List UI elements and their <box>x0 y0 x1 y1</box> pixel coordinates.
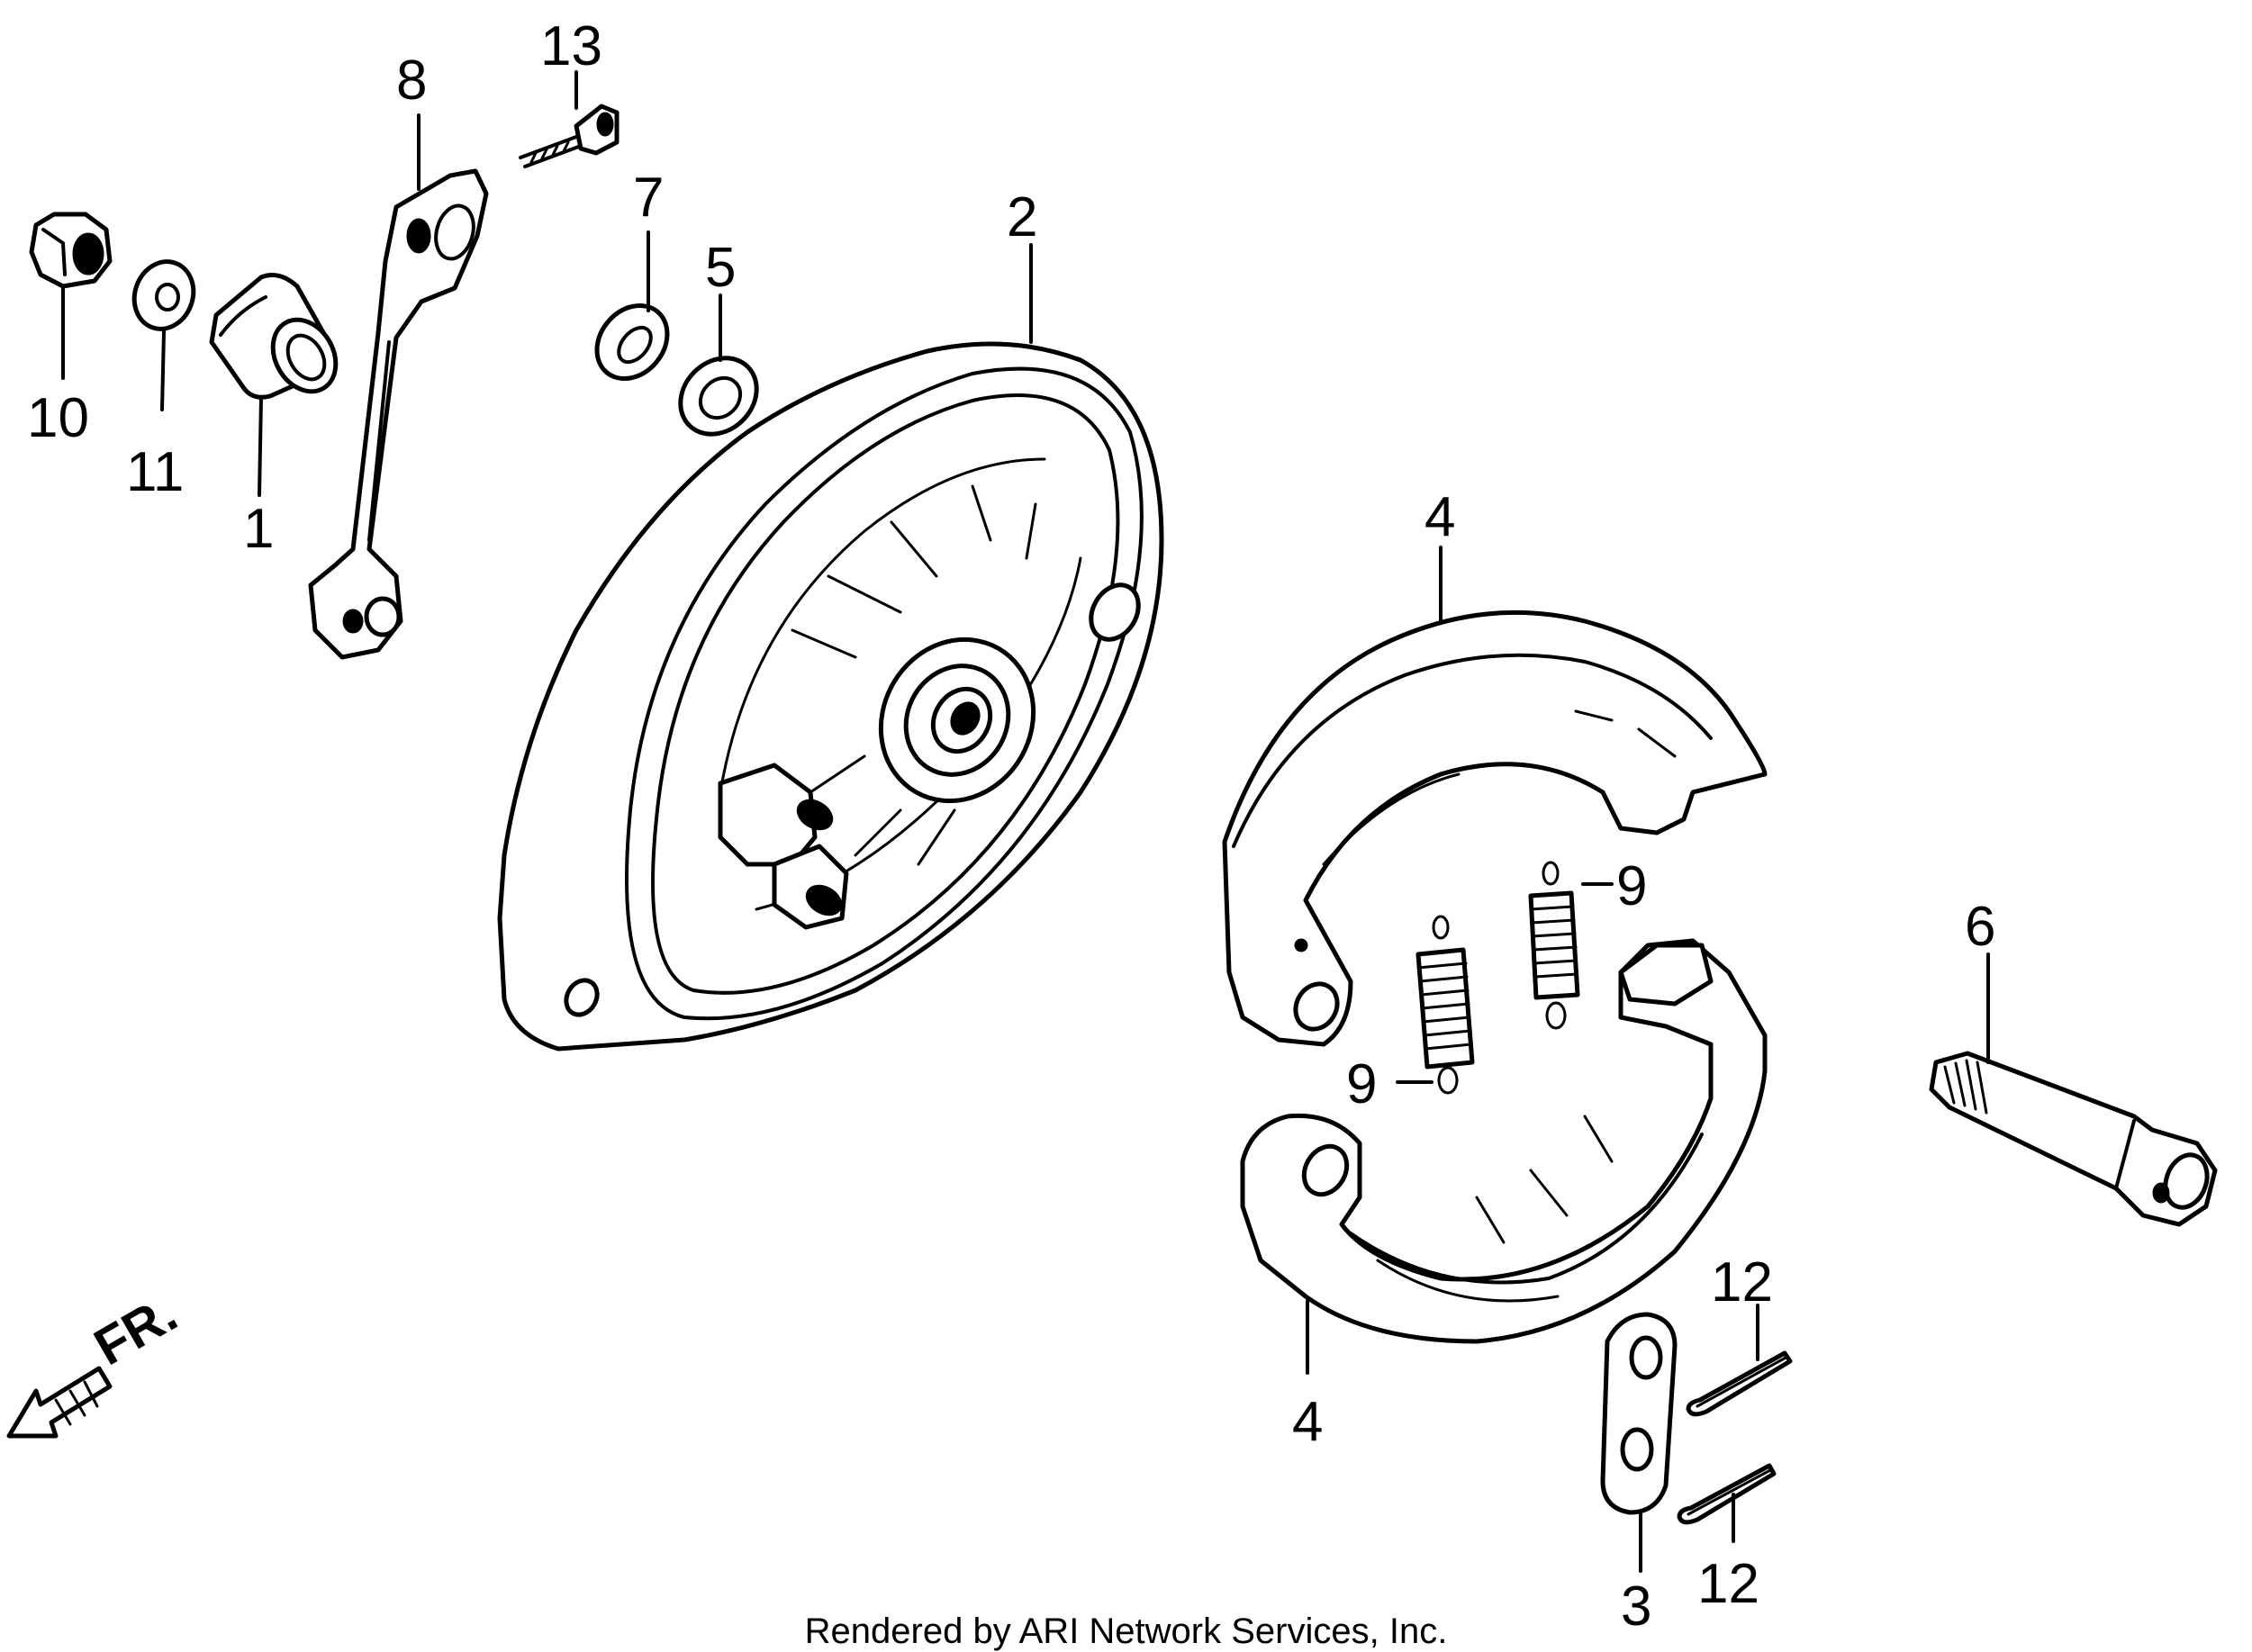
callout-numbers: 1 2 3 4 4 5 6 7 8 9 9 10 11 12 12 13 <box>27 15 1995 1638</box>
part-11-washer <box>131 259 196 331</box>
callout-1: 1 <box>243 498 274 560</box>
callout-13: 13 <box>540 15 602 77</box>
part-8-brake-arm <box>308 168 489 660</box>
part-4-lower-brake-shoe <box>1240 938 1768 1344</box>
callout-5: 5 <box>705 237 736 299</box>
part-4-upper-brake-shoe <box>1222 609 1768 1047</box>
part-9-spring-left <box>1415 915 1475 1095</box>
callout-4-upper: 4 <box>1424 486 1455 548</box>
forward-direction-arrow: FR. <box>6 1284 186 1439</box>
callout-12-upper: 12 <box>1711 1251 1773 1313</box>
callout-12-lower: 12 <box>1697 1553 1759 1615</box>
leader-lines <box>61 70 1990 1573</box>
part-6-brake-cam <box>1929 1051 2218 1227</box>
callout-11: 11 <box>126 441 184 503</box>
callout-7: 7 <box>633 167 664 229</box>
callout-2: 2 <box>1007 186 1037 248</box>
part-9-spring-right <box>1528 861 1580 1030</box>
part-10-nut <box>29 212 113 289</box>
part-2-brake-panel <box>497 341 1164 1052</box>
callout-8: 8 <box>396 50 427 112</box>
part-3-plate <box>1600 1312 1678 1515</box>
callout-4-lower: 4 <box>1292 1391 1323 1453</box>
direction-label: FR. <box>85 1284 186 1377</box>
part-12-cotter-pin-lower <box>1677 1463 1777 1525</box>
callout-9-upper: 9 <box>1616 855 1647 917</box>
credit-footer: Rendered by ARI Network Services, Inc. <box>804 1611 1448 1651</box>
callout-3: 3 <box>1621 1575 1651 1638</box>
part-7-washer <box>594 302 670 382</box>
part-1-collar <box>209 273 339 400</box>
callout-6: 6 <box>1965 896 1995 958</box>
part-12-cotter-pin-upper <box>1686 1350 1793 1417</box>
part-13-bolt <box>519 104 620 168</box>
callout-10: 10 <box>27 387 89 449</box>
part-5-seal <box>678 356 759 437</box>
callout-9-lower: 9 <box>1346 1053 1377 1115</box>
